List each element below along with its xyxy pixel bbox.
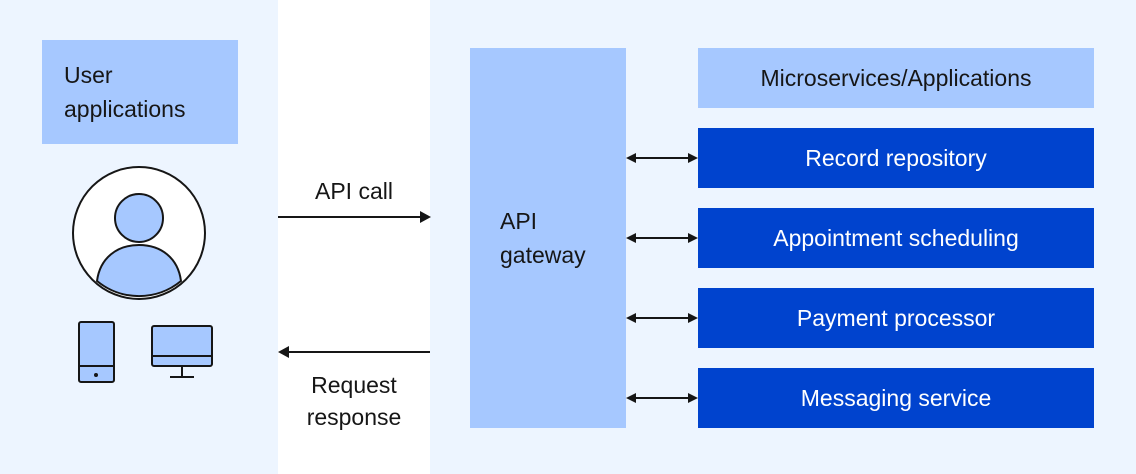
- user-applications-box: User applications: [42, 40, 238, 144]
- service-link-arrow: [626, 153, 698, 163]
- user-applications-label-line2: applications: [64, 96, 186, 122]
- service-payment-processor: Payment processor: [698, 288, 1094, 348]
- service-label: Messaging service: [800, 384, 992, 411]
- service-label: Appointment scheduling: [773, 224, 1019, 251]
- api-call-label: API call: [315, 178, 393, 204]
- api-gateway-box: API gateway: [470, 48, 626, 428]
- request-response-label-line1: Request: [311, 372, 397, 398]
- api-gateway-label-line2: gateway: [500, 242, 586, 268]
- desktop-monitor-icon: [151, 325, 213, 378]
- user-applications-label-line1: User: [64, 62, 113, 88]
- service-label: Payment processor: [796, 304, 996, 331]
- response-arrow: [278, 346, 430, 358]
- service-messaging-service: Messaging service: [698, 368, 1094, 428]
- service-appointment-scheduling: Appointment scheduling: [698, 208, 1094, 268]
- request-response-label-line2: response: [306, 404, 402, 430]
- mobile-phone-icon: [78, 321, 115, 383]
- microservices-header-box: Microservices/Applications: [698, 48, 1094, 108]
- api-gateway-label-line1: API: [500, 208, 538, 234]
- user-avatar-icon: [72, 166, 206, 300]
- api-call-arrow: [278, 211, 431, 223]
- service-link-arrow: [626, 313, 698, 323]
- service-link-arrow: [626, 393, 698, 403]
- service-link-arrow: [626, 233, 698, 243]
- service-label: Record repository: [805, 144, 987, 171]
- microservices-header-label: Microservices/Applications: [760, 64, 1032, 91]
- request-response-label: Request response: [278, 369, 430, 433]
- service-record-repository: Record repository: [698, 128, 1094, 188]
